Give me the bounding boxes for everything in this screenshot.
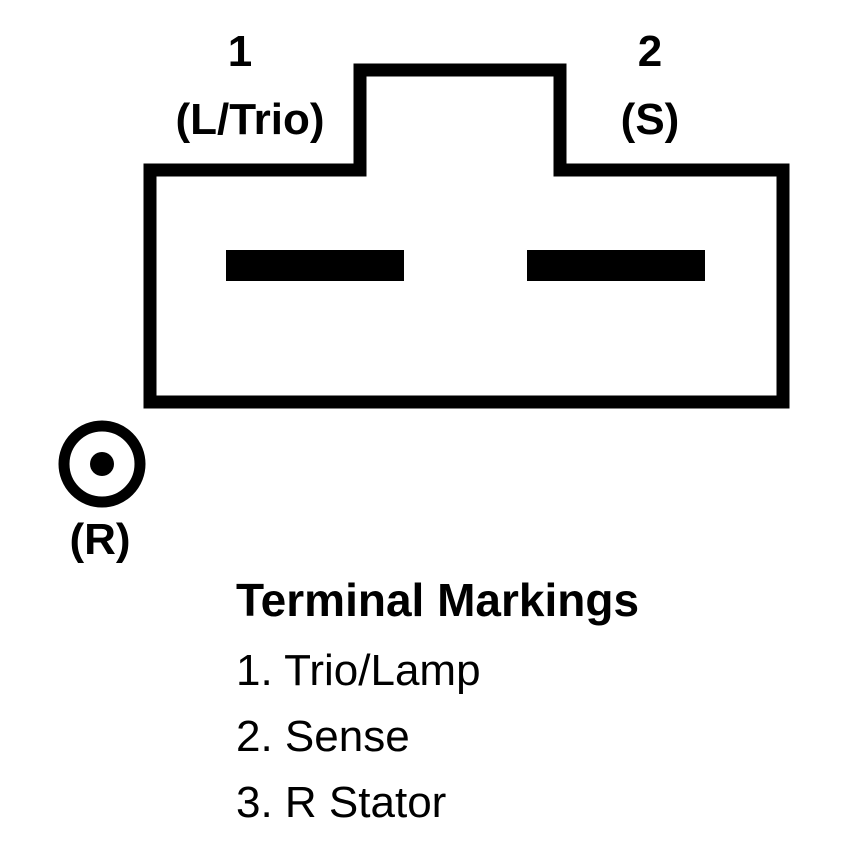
pin2-blade [527,250,705,281]
pin2-name: (S) [620,95,680,144]
pin1-name: (L/Trio) [175,95,325,144]
legend-item: 3. R Stator [236,778,447,827]
terminal-legend: Terminal Markings 1. Trio/Lamp 2. Sense … [236,572,639,836]
pin1-blade [226,250,404,281]
pin1-number: 1 [227,27,253,76]
legend-item: 2. Sense [236,712,410,761]
legend-title: Terminal Markings [236,574,640,626]
connector-housing [143,63,790,409]
ring-terminal-icon [58,420,146,508]
pin2-number: 2 [637,27,663,76]
legend-item: 1. Trio/Lamp [236,646,481,695]
stator-terminal-name: (R) [69,515,131,564]
